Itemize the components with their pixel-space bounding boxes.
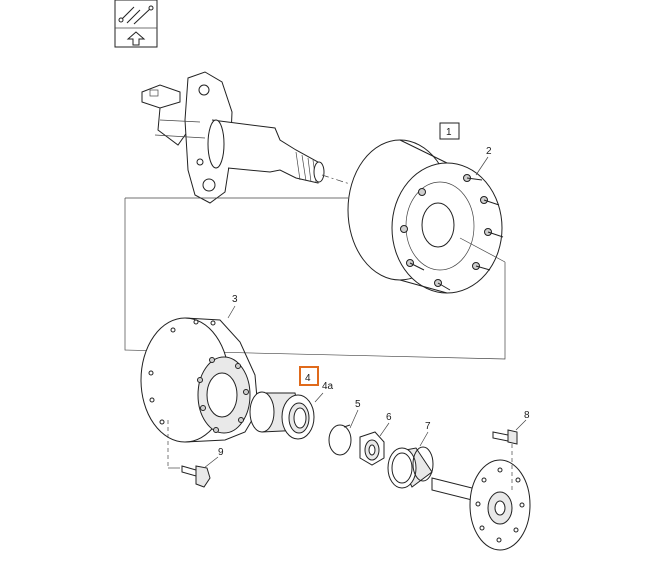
bolt-8 [492,429,518,490]
callout-1: 1 [446,127,452,138]
callout-box-1 [439,122,460,140]
brake-drum-assembly [347,139,504,294]
sleeve-ring [387,446,434,489]
callout-9: 9 [218,447,224,458]
callout-7: 7 [425,421,431,432]
wheel-bearing [249,391,315,440]
axle-knuckle [141,71,325,204]
callout-4: 4 [305,373,311,384]
drive-flange [431,459,531,551]
callout-box-4-highlight [299,366,319,386]
arrow-up-icon [126,31,146,46]
axle-nut [359,431,385,466]
callout-4a: 4a [322,381,334,392]
tools-icon [118,5,154,25]
hub-flange [140,317,259,443]
callout-3: 3 [232,294,238,305]
retaining-ring [328,424,352,456]
tool-panel [114,0,158,48]
callout-6: 6 [386,412,392,423]
callout-5: 5 [355,399,361,410]
bolt-9 [167,420,211,488]
callout-8: 8 [524,410,530,421]
callout-2: 2 [486,146,492,157]
